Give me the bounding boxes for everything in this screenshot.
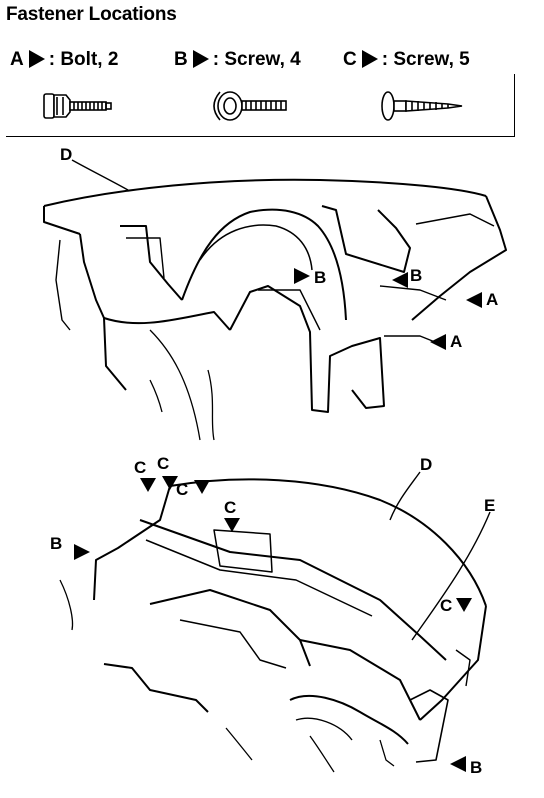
callout-b-upper-2: B [410,266,423,285]
legend-letter-c: C [343,49,357,70]
legend-desc-b: : Screw, 4 [212,49,301,70]
pointer-a-upper-1 [466,292,482,308]
callout-c-lower-4: C [224,498,237,517]
legend-item-b: B : Screw, 4 [174,49,301,71]
pointer-b-lower-2 [450,756,466,772]
pointer-c-5 [456,598,472,612]
callout-leaders [71,159,491,641]
pointer-a-upper-2 [430,334,446,350]
pointer-b-upper-1 [294,268,310,284]
callout-b-lower-1: B [50,534,63,553]
callout-c-lower-5: C [440,596,453,615]
callout-d-upper: D [60,145,73,164]
pointer-c-1 [140,478,156,492]
pointer-b-upper-2 [392,272,408,288]
callout-b-upper-1: B [314,268,327,287]
legend-desc-c: : Screw, 5 [381,49,470,70]
pointer-c-4 [224,518,240,532]
legend-frame [6,74,515,137]
callout-c-lower-3: C [176,480,189,499]
callout-b-lower-2: B [470,758,483,777]
fastener-pointers [74,268,482,772]
legend-desc-a: : Bolt, 2 [48,49,119,70]
lower-dashboard-drawing [59,478,487,773]
legend-item-c: C : Screw, 5 [343,49,470,71]
callout-c-lower-1: C [134,458,147,477]
callout-c-lower-2: C [157,454,170,473]
callout-a-upper-2: A [450,332,463,351]
bolt-icon [43,93,112,119]
screw-b-icon [213,91,287,121]
legend-letter-b: B [174,49,188,70]
fastener-pointer-icon [361,50,378,68]
pointer-b-lower-1 [74,544,90,560]
callout-e-lower: E [484,496,496,515]
callout-a-upper-1: A [486,290,499,309]
page-title: Fastener Locations [6,4,177,25]
pointer-c-3 [194,480,210,494]
fastener-pointer-icon [192,50,209,68]
legend-letter-a: A [10,49,24,70]
callout-d-lower: D [420,455,433,474]
screw-c-icon [381,91,463,121]
legend-item-a: A : Bolt, 2 [10,49,118,71]
upper-dashboard-drawing [43,178,507,441]
fastener-pointer-icon [28,50,45,68]
pointer-c-2 [162,476,178,490]
